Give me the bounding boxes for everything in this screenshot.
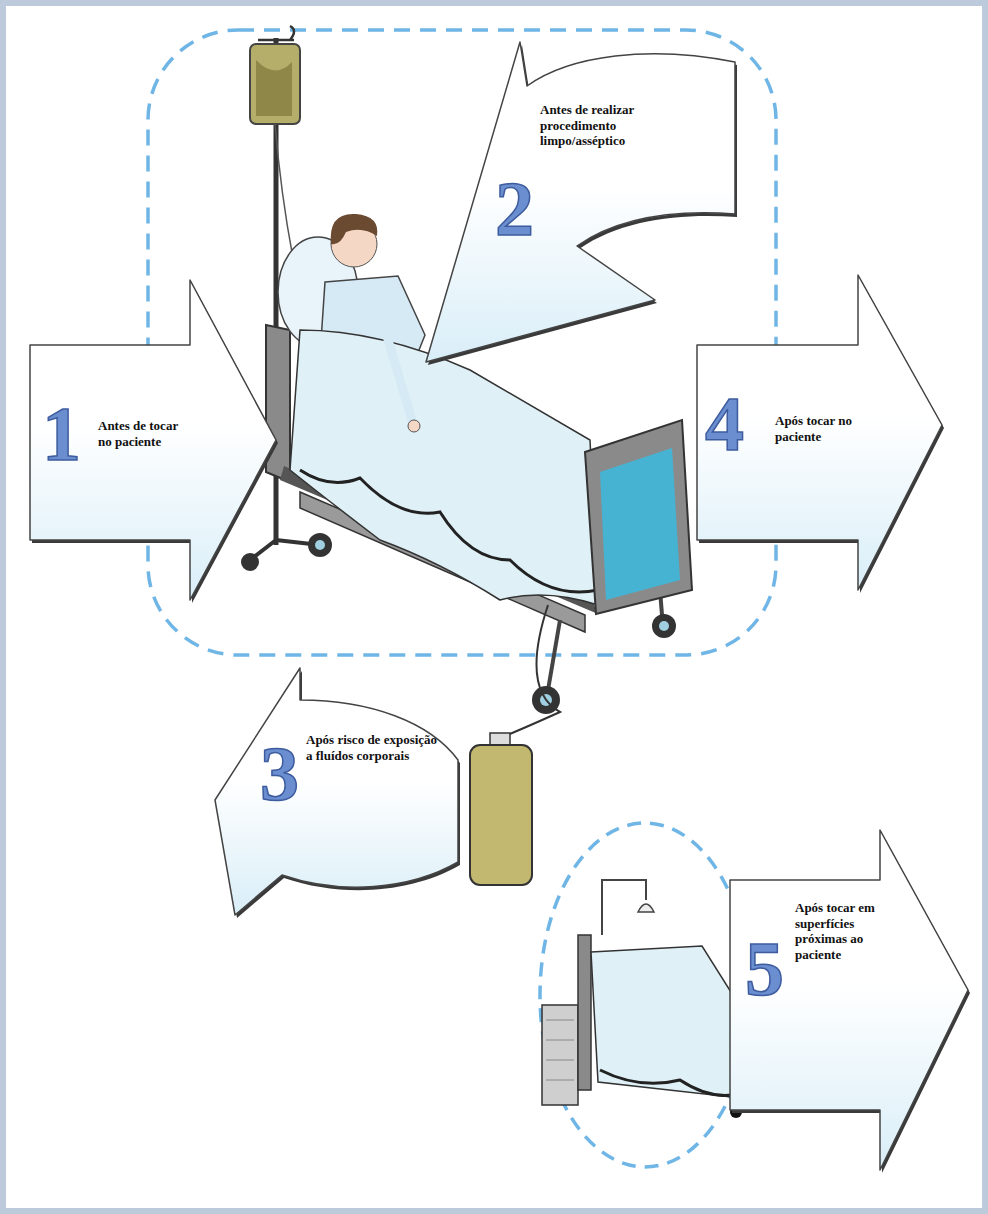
bedside-surroundings <box>542 880 742 1118</box>
patient-zone <box>148 30 776 655</box>
arrow-outline <box>730 830 968 1170</box>
hand-hygiene-moment-arrow: 4 Após tocar no paciente <box>694 272 946 596</box>
hand-hygiene-moment-arrow: 2Antes de realizar procedimento limpo/as… <box>420 36 740 366</box>
hand-hygiene-moment-arrow: 1 Antes de tocar no paciente <box>28 276 280 604</box>
arrow-outline <box>215 668 458 915</box>
arrow-outline <box>426 42 735 362</box>
moment-description: Após tocar no paciente <box>775 413 867 444</box>
moment-number: 3 <box>260 735 299 813</box>
moment-description: Antes de tocar no paciente <box>98 418 190 449</box>
moment-number: 5 <box>745 930 784 1008</box>
moment-description: Antes de realizar procedimento limpo/ass… <box>540 102 670 149</box>
hand-hygiene-moment-arrow: 5Após tocar em superfícies próximas ao p… <box>727 826 973 1174</box>
arrow-shape <box>205 660 470 920</box>
arrow-outline <box>697 275 942 590</box>
moment-number: 2 <box>495 170 534 248</box>
frame <box>3 3 985 1211</box>
surroundings-zone <box>540 823 750 1167</box>
arrow-outline <box>30 280 276 600</box>
moment-number: 1 <box>42 395 81 473</box>
moment-number: 4 <box>705 385 744 463</box>
hand-hygiene-moment-arrow: 3Após risco de exposição a fluídos corpo… <box>205 660 470 920</box>
arrow-shape <box>420 36 740 366</box>
moment-description: Após tocar em superfícies próximas ao pa… <box>795 900 905 962</box>
moment-description: Após risco de exposição a fluídos corpor… <box>306 732 446 763</box>
urine-bag <box>470 605 560 885</box>
